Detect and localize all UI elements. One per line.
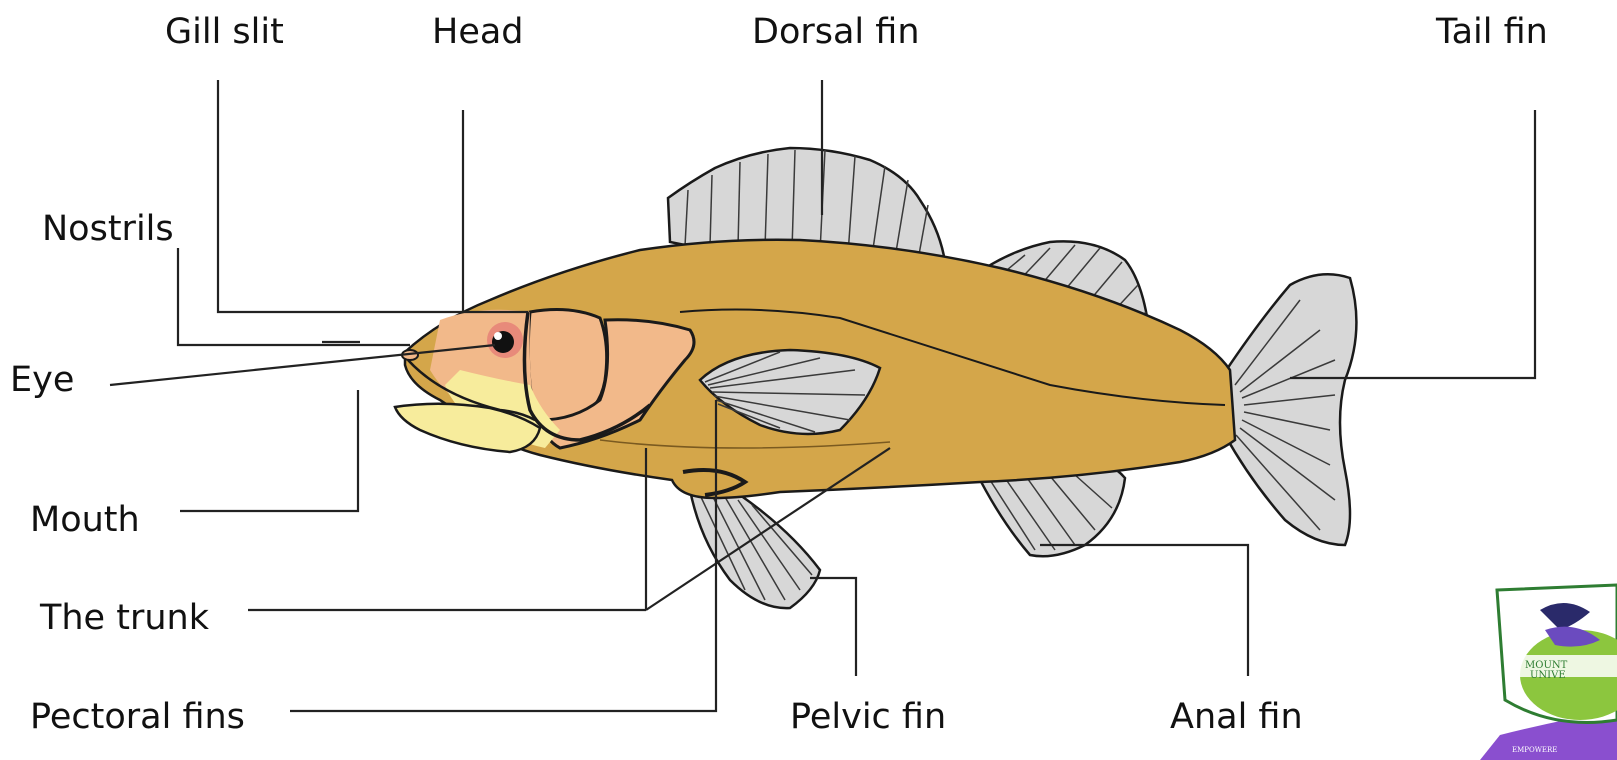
logo-text-2: UNIVE [1530, 670, 1566, 681]
eye-shape [487, 322, 523, 358]
label-head: Head [432, 15, 524, 50]
tail-fin-shape [1225, 274, 1356, 545]
label-pectoral-fins: Pectoral fins [30, 700, 245, 735]
label-anal-fin: Anal fin [1170, 700, 1303, 735]
label-trunk: The trunk [40, 601, 209, 636]
leader-nostrils [178, 248, 410, 345]
label-nostrils: Nostrils [42, 212, 174, 247]
label-tail-fin: Tail fin [1436, 15, 1548, 50]
leader-mouth [180, 390, 358, 511]
leader-pelvic-fin [810, 578, 856, 676]
logo-motto: EMPOWERE [1512, 746, 1557, 754]
university-logo: MOUNT UNIVE EMPOWERE [1480, 585, 1617, 760]
leader-gill-slit [218, 80, 528, 312]
label-dorsal-fin: Dorsal fin [752, 15, 920, 50]
leader-anal-fin [1040, 545, 1248, 676]
label-gill-slit: Gill slit [165, 15, 284, 50]
label-pelvic-fin: Pelvic fin [790, 700, 946, 735]
label-mouth: Mouth [30, 503, 140, 538]
label-eye: Eye [10, 363, 74, 398]
